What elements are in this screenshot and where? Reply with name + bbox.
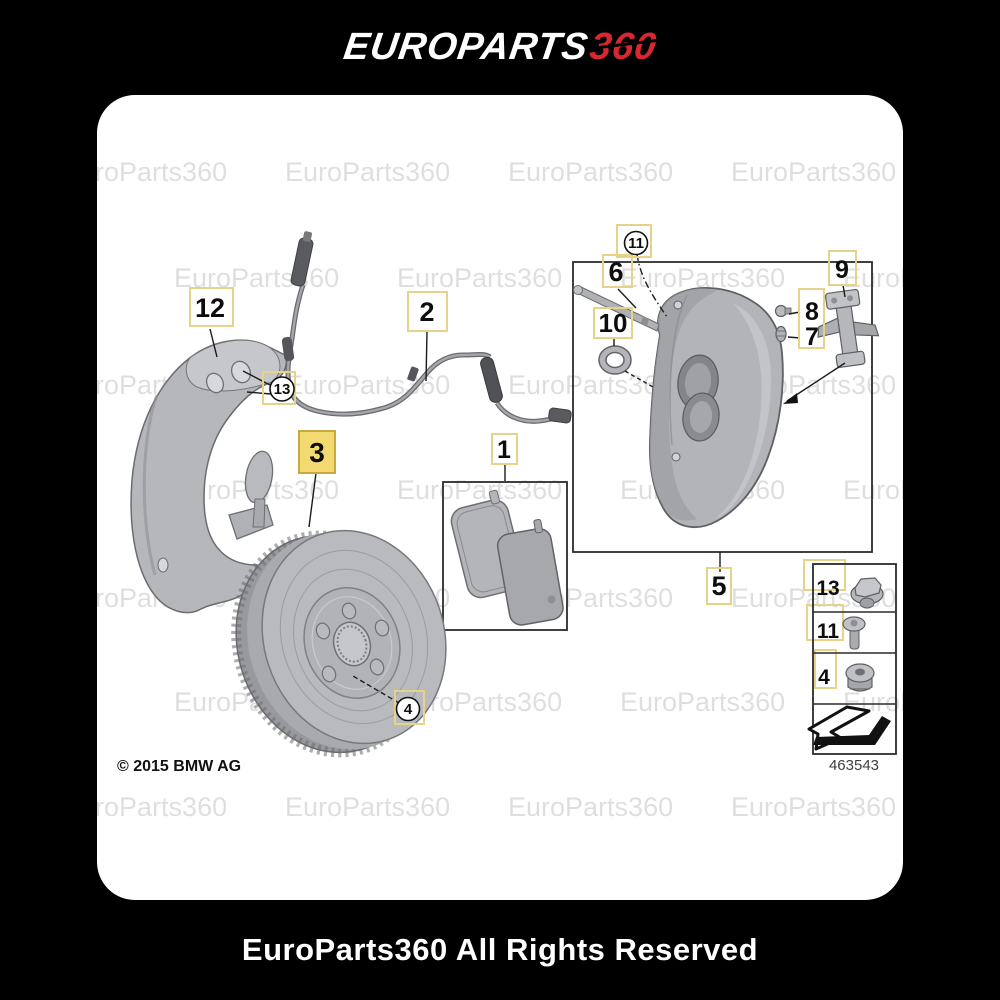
caliper-assembly-box (572, 261, 873, 553)
bleeder-screw-part (775, 325, 787, 343)
highlight-box-6 (602, 254, 633, 288)
leader-13 (242, 370, 272, 395)
table-label-11: 11 (817, 620, 840, 643)
shield-hole (230, 360, 252, 384)
callout-2: 2 (419, 297, 434, 327)
highlight-box-5 (706, 567, 732, 605)
callout-7: 7 (805, 323, 819, 351)
wire-sleeve (281, 336, 295, 362)
callout-circle-11: 11 (623, 230, 649, 256)
torx-screw-icon (842, 616, 866, 650)
fasteners-table: 13 11 4 (807, 563, 897, 755)
bolt-hole (369, 658, 385, 676)
brake-disc-part (231, 529, 447, 758)
direction-arrow-icon (807, 705, 891, 751)
callout-1: 1 (497, 436, 511, 464)
highlight-box-11 (616, 224, 652, 258)
highlight-box-2 (407, 291, 448, 332)
highlight-box-3-selected (298, 430, 336, 474)
logo-text-360: 360 (586, 26, 660, 68)
callout-6: 6 (608, 257, 623, 287)
callout-3: 3 (309, 437, 325, 468)
highlight-box-10 (593, 307, 633, 339)
sensor-connector-top (290, 231, 314, 287)
leader-6 (617, 288, 637, 309)
shield-hole (205, 372, 225, 394)
highlight-box-table-13 (803, 559, 846, 591)
rights-text: EuroParts360 All Rights Reserved (241, 932, 759, 967)
bolt-hole (341, 602, 357, 620)
highlight-box-12 (189, 287, 234, 327)
leader-arrowhead (783, 393, 798, 404)
table-label-4: 4 (818, 666, 830, 689)
brake-parts-diagram: 12 2 3 1 5 6 10 8 7 9 13 11 4 (117, 224, 897, 775)
highlight-box-4 (394, 690, 425, 725)
sensor-connector-end (548, 407, 572, 424)
highlight-box-13 (262, 371, 296, 405)
bolt-hole (315, 622, 331, 640)
brake-pads-part (450, 489, 564, 626)
flange-bolt-icon (850, 577, 884, 609)
svg-text:4: 4 (404, 701, 413, 718)
highlight-box-8-7 (798, 288, 825, 349)
bmw-copyright: © 2015 BMW AG (117, 758, 241, 775)
sealing-ring-part (598, 345, 632, 375)
parts-diagram-card: EuroParts360EuroParts360EuroParts360Euro… (97, 95, 903, 900)
callout-10: 10 (599, 308, 628, 338)
table-label-13: 13 (816, 577, 839, 600)
svg-text:13: 13 (274, 381, 291, 398)
callout-8: 8 (805, 298, 819, 326)
logo-text-main: EUROPARTS (340, 26, 591, 68)
bolt-hole (321, 665, 337, 683)
callout-5: 5 (711, 571, 726, 601)
sensor-body (480, 356, 503, 403)
leader-2 (425, 330, 428, 382)
screw-plug-icon (845, 663, 875, 692)
callout-circle-4: 4 (395, 696, 421, 722)
svg-text:11: 11 (628, 235, 644, 252)
bolt-hole (374, 619, 390, 637)
leader-12 (209, 328, 218, 358)
highlight-box-9 (828, 250, 857, 286)
leader-3 (308, 472, 317, 528)
callout-circle-13: 13 (269, 376, 295, 402)
highlight-box-1 (491, 433, 518, 465)
highlight-box-table-4 (814, 649, 837, 689)
wire-clip (407, 366, 419, 382)
diagram-number: 463543 (829, 757, 879, 774)
site-footer: EuroParts360 All Rights Reserved (0, 900, 1000, 1000)
wear-sensor-wire-part (281, 231, 572, 424)
leader-4 (352, 675, 400, 704)
brake-pads-box (442, 481, 568, 631)
leader-11 (636, 253, 668, 318)
brake-caliper-part (648, 286, 784, 528)
leader-10-dashed (624, 370, 654, 388)
callout-12: 12 (195, 293, 225, 323)
cap-nut-part (774, 304, 792, 318)
leader-9 (842, 284, 846, 298)
callout-9: 9 (835, 256, 849, 284)
